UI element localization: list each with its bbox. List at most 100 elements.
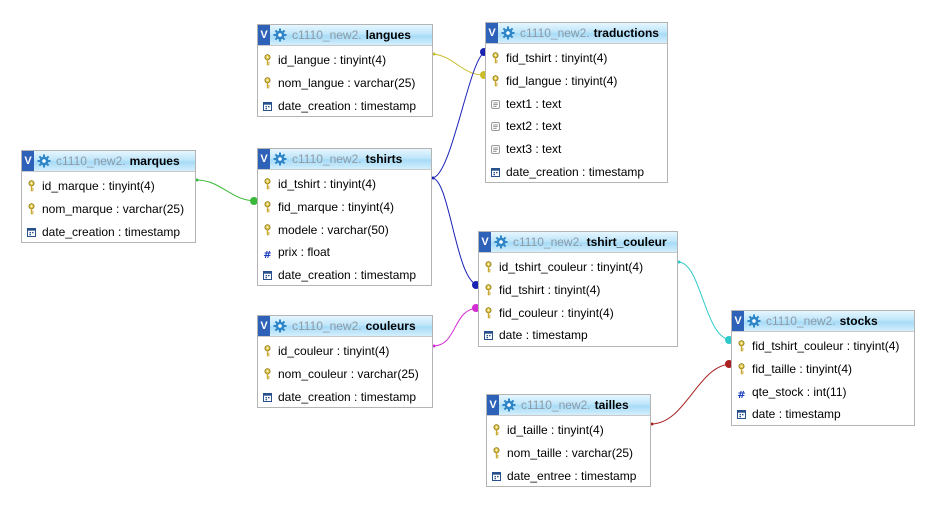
column-row[interactable]: text2 : text: [486, 115, 667, 138]
gear-icon[interactable]: [747, 314, 761, 328]
gear-icon[interactable]: [502, 398, 516, 412]
column-row[interactable]: id_couleur : tinyint(4): [258, 340, 432, 363]
column-row[interactable]: nom_couleur : varchar(25): [258, 363, 432, 386]
table-name: traductions: [593, 26, 659, 40]
table-name: tshirt_couleur: [586, 235, 667, 249]
column-label: id_marque : tinyint(4): [42, 179, 155, 193]
column-row[interactable]: date_entree : timestamp: [487, 465, 650, 488]
key-icon: [737, 362, 746, 375]
text-icon: [491, 120, 500, 132]
column-label: text1 : text: [506, 96, 562, 111]
column-row[interactable]: fid_taille : tinyint(4): [732, 358, 914, 381]
column-row[interactable]: date : timestamp: [479, 324, 677, 347]
column-label: date : timestamp: [499, 328, 588, 343]
column-list: fid_tshirt_couleur : tinyint(4)fid_taill…: [732, 332, 914, 426]
collapse-toggle-icon[interactable]: V: [258, 149, 270, 169]
key-icon: [491, 74, 500, 87]
column-row[interactable]: text1 : text: [486, 93, 667, 116]
gear-icon[interactable]: [273, 319, 287, 333]
column-row[interactable]: date_creation : timestamp: [258, 264, 431, 287]
gear-icon[interactable]: [37, 154, 51, 168]
column-label: qte_stock : int(11): [752, 384, 847, 399]
gear-icon[interactable]: [273, 28, 287, 42]
column-row[interactable]: id_tshirt_couleur : tinyint(4): [479, 256, 677, 279]
column-row[interactable]: id_langue : tinyint(4): [258, 49, 432, 72]
collapse-toggle-icon[interactable]: V: [486, 23, 498, 43]
column-label: prix : float: [278, 245, 331, 260]
key-icon: [484, 283, 493, 296]
table-title: c1110_new2.tailles: [521, 395, 647, 415]
column-row[interactable]: text3 : text: [486, 138, 667, 161]
date-icon: [27, 226, 36, 238]
key-icon: [484, 261, 493, 273]
column-row[interactable]: fid_marque : tinyint(4): [258, 196, 431, 219]
relation-marques-tshirts: [195, 178, 258, 205]
column-row[interactable]: nom_langue : varchar(25): [258, 72, 432, 95]
column-row[interactable]: id_marque : tinyint(4): [22, 175, 195, 198]
column-row[interactable]: fid_couleur : tinyint(4): [479, 302, 677, 325]
column-label: id_couleur : tinyint(4): [278, 344, 390, 358]
table-name: tshirts: [365, 152, 403, 166]
column-row[interactable]: date_creation : timestamp: [258, 95, 432, 118]
key-icon: [492, 446, 501, 459]
column-list: id_tshirt_couleur : tinyint(4)fid_tshirt…: [479, 253, 677, 347]
column-row[interactable]: fid_tshirt : tinyint(4): [479, 279, 677, 302]
date-icon: [263, 269, 272, 281]
key-icon: [484, 306, 493, 319]
column-row[interactable]: # qte_stock : int(11): [732, 381, 914, 404]
database-prefix: c1110_new2.: [766, 314, 836, 328]
column-row[interactable]: nom_marque : varchar(25): [22, 198, 195, 221]
column-row[interactable]: modele : varchar(50): [258, 219, 431, 242]
column-label: modele : varchar(50): [278, 222, 389, 237]
collapse-toggle-icon[interactable]: V: [479, 232, 491, 252]
gear-icon[interactable]: [494, 235, 508, 249]
column-label: date_creation : timestamp: [42, 224, 181, 239]
column-row[interactable]: date : timestamp: [732, 403, 914, 426]
column-row[interactable]: id_taille : tinyint(4): [487, 419, 650, 442]
key-icon: [263, 367, 272, 380]
key-icon: [27, 180, 36, 192]
number-icon: #: [737, 389, 746, 401]
column-row[interactable]: date_creation : timestamp: [486, 161, 667, 184]
column-label: text3 : text: [506, 142, 562, 157]
table-name: tailles: [594, 398, 629, 412]
collapse-toggle-icon[interactable]: V: [258, 25, 270, 45]
collapse-toggle-icon[interactable]: V: [22, 151, 34, 171]
column-row[interactable]: date_creation : timestamp: [258, 386, 432, 409]
collapse-toggle-icon[interactable]: V: [258, 316, 270, 336]
relation-tshirts-traductions: [431, 48, 488, 180]
column-row[interactable]: nom_taille : varchar(25): [487, 442, 650, 465]
column-label: fid_tshirt : tinyint(4): [506, 51, 608, 65]
collapse-toggle-icon[interactable]: V: [732, 311, 744, 331]
column-row[interactable]: fid_tshirt_couleur : tinyint(4): [732, 335, 914, 358]
table-title: c1110_new2.marques: [56, 151, 192, 171]
collapse-toggle-icon[interactable]: V: [487, 395, 499, 415]
column-row[interactable]: #prix : float: [258, 241, 431, 264]
gear-icon[interactable]: [501, 26, 515, 40]
column-row[interactable]: fid_tshirt : tinyint(4): [486, 47, 667, 70]
column-label: date_creation : timestamp: [278, 98, 417, 113]
column-row[interactable]: id_tshirt : tinyint(4): [258, 173, 431, 196]
column-row[interactable]: date_creation : timestamp: [22, 221, 195, 244]
date-icon: [263, 100, 272, 112]
column-label: nom_couleur : varchar(25): [278, 366, 419, 381]
gear-icon[interactable]: [273, 152, 287, 166]
column-row[interactable]: fid_langue : tinyint(4): [486, 70, 667, 93]
database-prefix: c1110_new2.: [292, 28, 362, 42]
